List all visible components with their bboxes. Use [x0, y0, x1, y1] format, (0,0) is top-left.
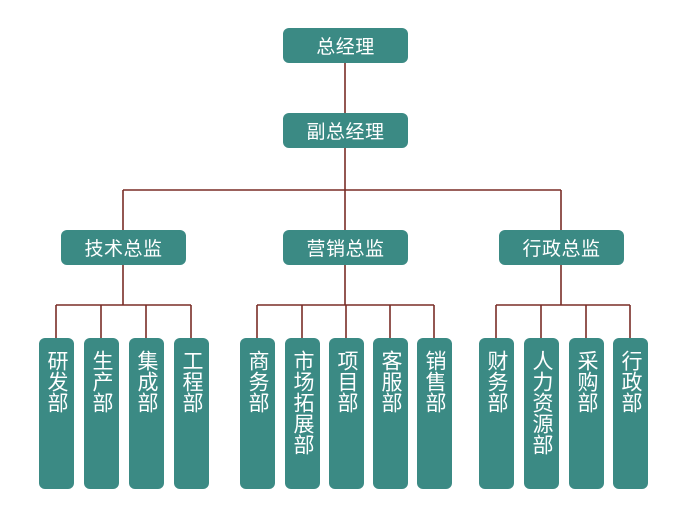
dept-finance-node: 财务部 — [479, 338, 514, 489]
dept-production-node: 生产部 — [84, 338, 119, 489]
administrative-director-node: 行政总监 — [499, 230, 624, 265]
dept-customer-service-node: 客服部 — [373, 338, 408, 489]
technical-director-node: 技术总监 — [61, 230, 186, 265]
dept-integration-node: 集成部 — [129, 338, 164, 489]
marketing-director-node: 营销总监 — [283, 230, 408, 265]
deputy-general-manager-node: 副总经理 — [283, 113, 408, 148]
dept-sales-node: 销售部 — [417, 338, 452, 489]
dept-procurement-node: 采购部 — [569, 338, 604, 489]
dept-human-resources-node: 人力资源部 — [524, 338, 559, 489]
dept-engineering-node: 工程部 — [174, 338, 209, 489]
dept-project-node: 项目部 — [329, 338, 364, 489]
dept-administration-node: 行政部 — [613, 338, 648, 489]
dept-business-node: 商务部 — [240, 338, 275, 489]
dept-rnd-node: 研发部 — [39, 338, 74, 489]
general-manager-node: 总经理 — [283, 28, 408, 63]
dept-market-expansion-node: 市场拓展部 — [285, 338, 320, 489]
